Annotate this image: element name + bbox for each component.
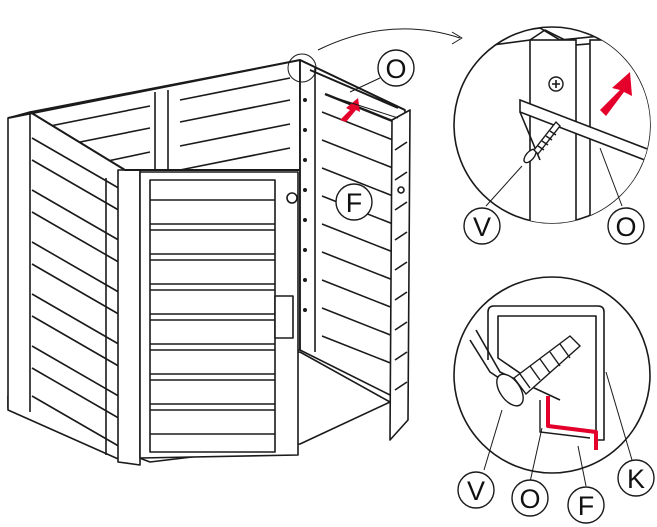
callout-o-label: O bbox=[385, 54, 406, 84]
detail-top-callout-v: V bbox=[463, 207, 501, 245]
detail-top-callout-o: O bbox=[607, 207, 645, 245]
detail-bottom bbox=[453, 276, 651, 487]
screw-icon bbox=[523, 120, 561, 164]
detail-bottom-callout-o: O bbox=[511, 479, 549, 517]
front-door bbox=[139, 171, 299, 459]
post-holes bbox=[303, 98, 307, 312]
corner-highlight-circle bbox=[287, 53, 317, 83]
main-callout-f: F bbox=[335, 183, 373, 221]
detail-bottom-callout-v: V bbox=[457, 471, 495, 509]
detail-red-arrow-icon bbox=[600, 72, 632, 116]
main-callout-o: O bbox=[349, 49, 415, 93]
svg-text:V: V bbox=[467, 476, 485, 506]
callout-arc bbox=[317, 28, 461, 51]
shed-assembly bbox=[7, 28, 463, 466]
svg-text:V: V bbox=[473, 212, 491, 242]
svg-text:F: F bbox=[578, 491, 595, 521]
right-wall bbox=[299, 59, 406, 401]
detail-bottom-callout-f: F bbox=[567, 486, 605, 524]
callout-f-label: F bbox=[346, 188, 363, 218]
bracket-red-icon bbox=[546, 396, 598, 450]
right-door bbox=[389, 109, 411, 441]
svg-text:O: O bbox=[615, 212, 636, 242]
svg-text:K: K bbox=[627, 464, 645, 494]
front-post bbox=[117, 169, 141, 466]
detail-bottom-callout-k: K bbox=[617, 459, 655, 497]
screw-icon-detail bbox=[496, 335, 582, 407]
svg-text:O: O bbox=[519, 484, 540, 514]
left-wall bbox=[7, 111, 126, 463]
